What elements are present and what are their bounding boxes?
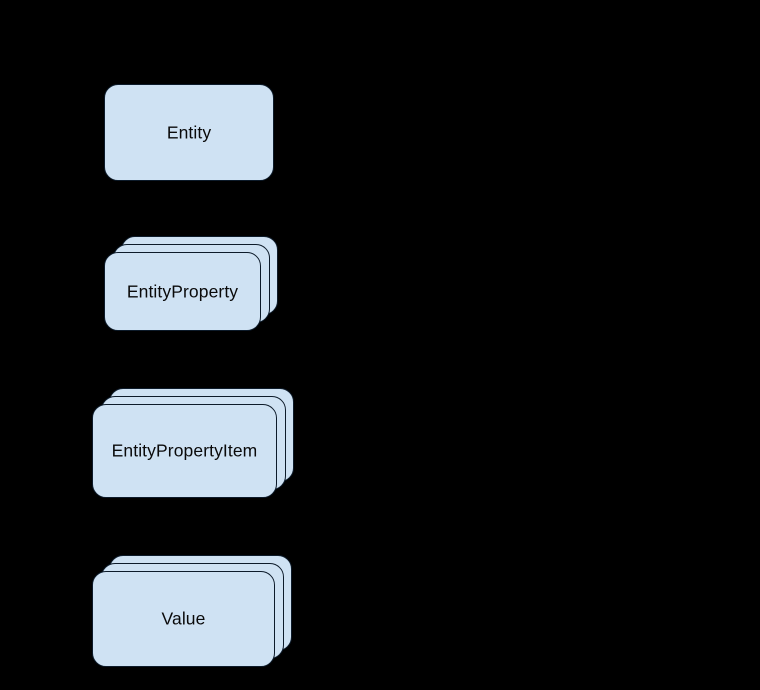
node-entity-property[interactable]: EntityProperty — [104, 236, 299, 346]
node-value[interactable]: Value — [92, 555, 307, 685]
node-entity-property-item-label: EntityPropertyItem — [111, 440, 258, 461]
node-value-label: Value — [161, 608, 206, 629]
node-entity-property-label: EntityProperty — [126, 281, 239, 301]
node-entity[interactable]: Entity — [104, 84, 294, 189]
node-entity-card[interactable]: Entity — [104, 84, 274, 181]
node-entity-property-card-front[interactable]: EntityProperty — [104, 252, 261, 331]
node-entity-property-item[interactable]: EntityPropertyItem — [92, 388, 307, 513]
node-value-card-front[interactable]: Value — [92, 571, 275, 667]
node-entity-label: Entity — [166, 122, 212, 142]
node-entity-property-item-card-front[interactable]: EntityPropertyItem — [92, 404, 277, 498]
